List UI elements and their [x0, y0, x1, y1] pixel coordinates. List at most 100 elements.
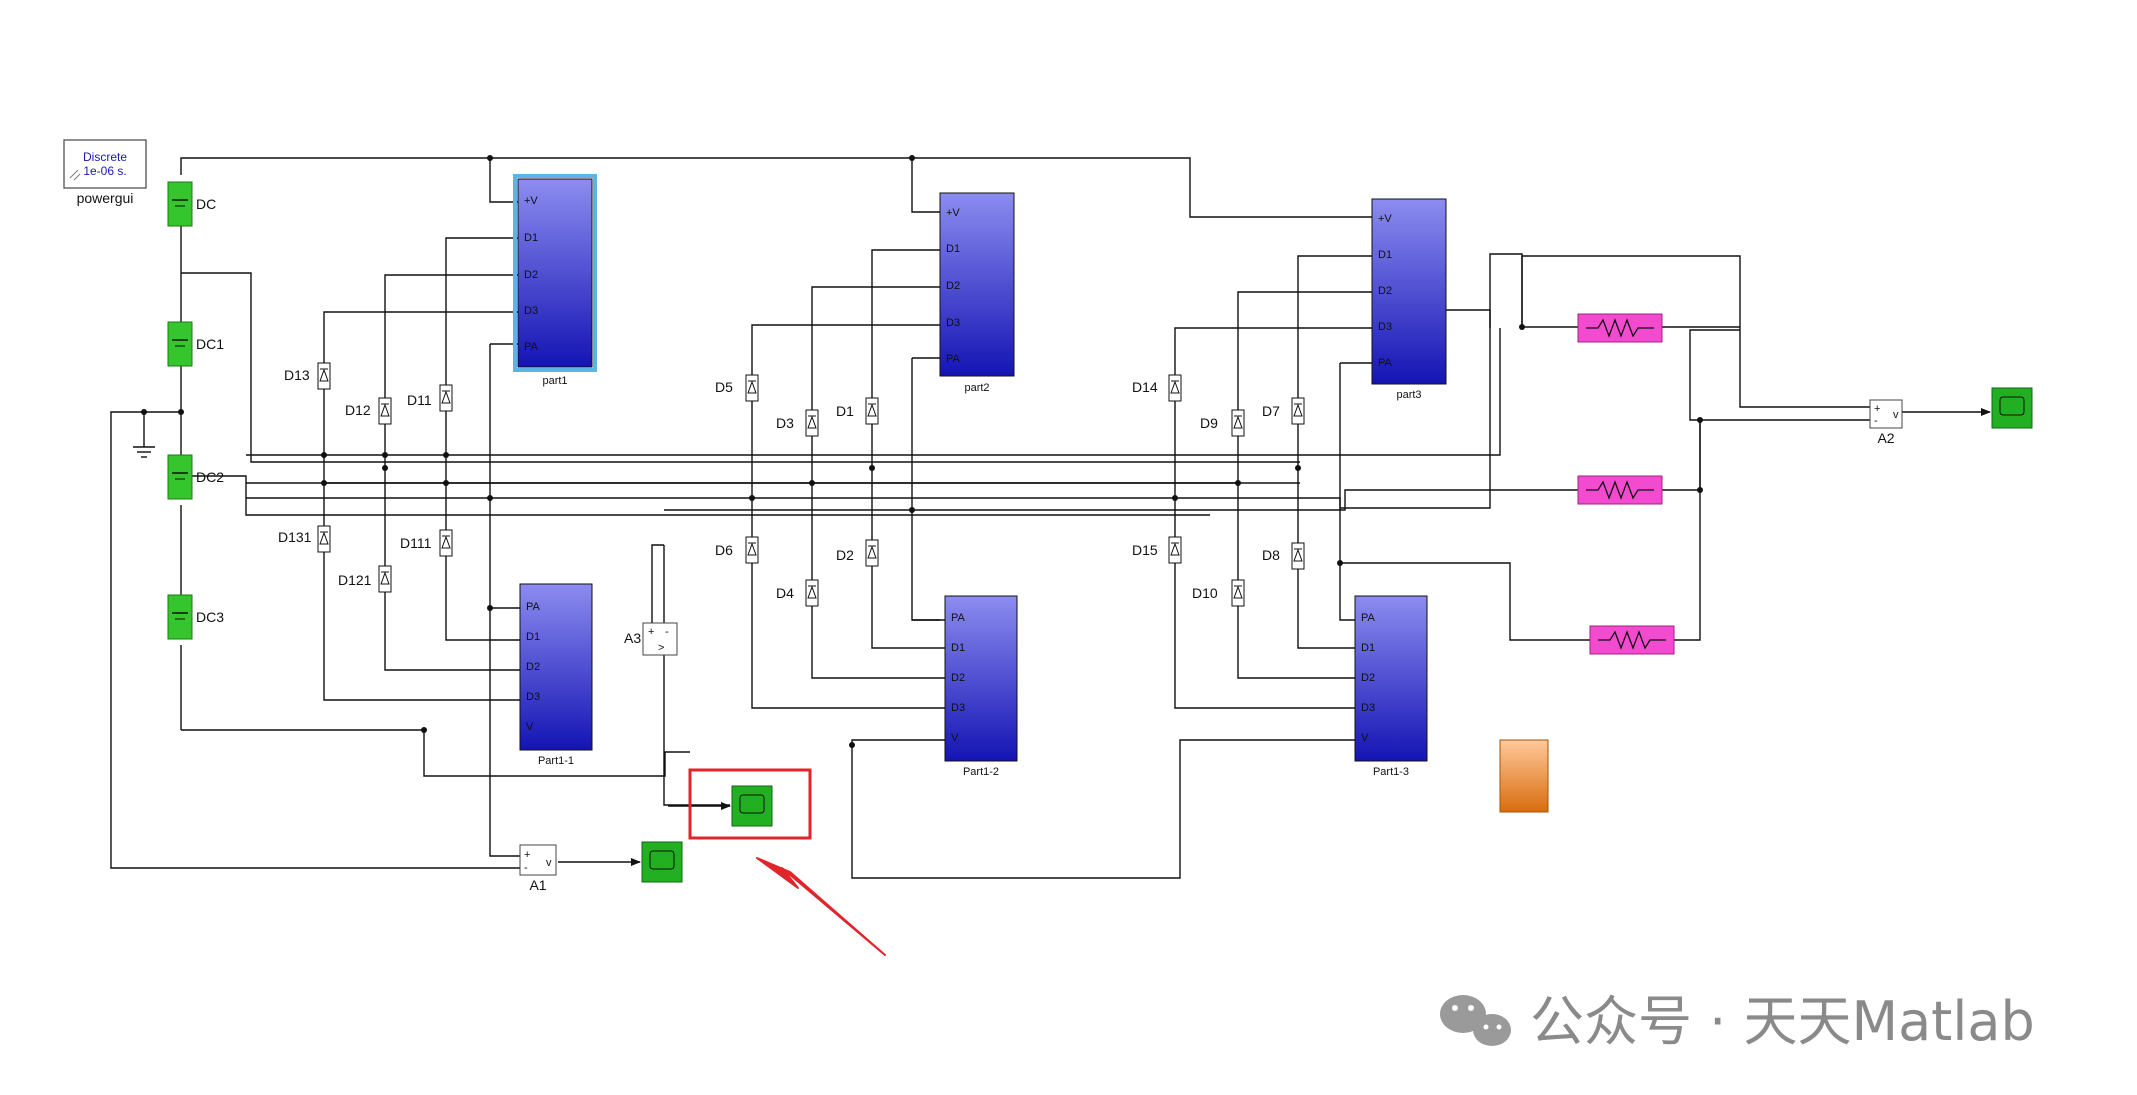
diode-label-d131: D131 [278, 529, 312, 545]
port-label: PA [1378, 357, 1393, 369]
diode-label-d6: D6 [715, 542, 733, 558]
resistor-2[interactable] [1577, 475, 1663, 505]
port-label: PA [1361, 612, 1376, 624]
port-label: +V [1378, 213, 1392, 225]
orange-block[interactable] [1499, 739, 1549, 813]
dc-source-3[interactable]: DC3 [167, 594, 224, 640]
subsystem-part1-2[interactable]: PA D1 D2 D3 V Part1-2 [944, 595, 1018, 778]
subsystem-label-part1-2: Part1-2 [963, 766, 999, 778]
diode-d12[interactable] [378, 397, 392, 425]
diode-label-d4: D4 [776, 585, 794, 601]
voltmeter-a3[interactable]: + - > A3 [624, 622, 678, 656]
diode-d111[interactable] [439, 529, 453, 557]
dc-source-1[interactable]: DC1 [167, 321, 224, 367]
subsystem-part1-3[interactable]: PA D1 D2 D3 V Part1-3 [1354, 595, 1428, 778]
meter-minus: - [1874, 415, 1878, 427]
port-label: D2 [951, 672, 965, 684]
port-label: D3 [1378, 321, 1392, 333]
port-label: D2 [1378, 285, 1392, 297]
subsystem-label-part3: part3 [1396, 389, 1421, 401]
wechat-icon [1440, 995, 1511, 1046]
diode-d8[interactable] [1291, 542, 1305, 570]
subsystem-part1-1[interactable]: PA D1 D2 D3 V Part1-1 [519, 583, 593, 767]
subsystem-part3[interactable]: +V D1 D2 D3 PA part3 [1371, 198, 1447, 401]
port-label: D1 [951, 642, 965, 654]
subsystem-part1[interactable]: +V D1 D2 D3 PA part1 [513, 174, 597, 387]
diode-label-d7: D7 [1262, 403, 1280, 419]
diode-d6[interactable] [745, 536, 759, 564]
subsystem-part2[interactable]: +V D1 D2 D3 PA part2 [939, 192, 1015, 394]
powergui-label: powergui [77, 190, 134, 206]
diode-d14[interactable] [1168, 374, 1182, 402]
port-label: D1 [524, 232, 538, 244]
diode-d9[interactable] [1231, 409, 1245, 437]
dc-label-1: DC1 [196, 336, 224, 352]
port-label: V [1361, 732, 1369, 744]
port-label: +V [946, 207, 960, 219]
subsystem-label-part2: part2 [964, 382, 989, 394]
dc-label-2: DC2 [196, 469, 224, 485]
diode-label-d14: D14 [1132, 379, 1158, 395]
diode-label-d5: D5 [715, 379, 733, 395]
port-label: D3 [951, 702, 965, 714]
port-label: PA [526, 601, 541, 613]
port-label: V [526, 721, 534, 733]
port-label: PA [951, 612, 966, 624]
ground-icon[interactable] [133, 446, 155, 458]
diode-label-d15: D15 [1132, 542, 1158, 558]
diode-d2[interactable] [865, 539, 879, 567]
diode-d5[interactable] [745, 374, 759, 402]
port-label: V [951, 732, 959, 744]
diode-d121[interactable] [378, 565, 392, 593]
powergui-step: 1e-06 s. [83, 164, 126, 178]
diode-d15[interactable] [1168, 536, 1182, 564]
dc-source-0[interactable]: DC [167, 181, 216, 227]
port-label: D2 [524, 269, 538, 281]
dc-label-3: DC3 [196, 609, 224, 625]
resistor-3[interactable] [1589, 625, 1675, 655]
watermark: 公众号 · 天天Matlab [1440, 990, 2035, 1053]
meter-v: v [1893, 409, 1899, 421]
powergui-block[interactable]: Discrete 1e-06 s. powergui [63, 139, 147, 206]
port-label: D3 [1361, 702, 1375, 714]
diode-label-d13: D13 [284, 367, 310, 383]
diode-label-d2: D2 [836, 547, 854, 563]
voltmeter-a2[interactable]: + - v A2 [1869, 399, 1903, 446]
meter-minus: - [665, 626, 669, 638]
diode-d13[interactable] [317, 362, 331, 390]
dc-label-0: DC [196, 196, 216, 212]
port-label: D2 [1361, 672, 1375, 684]
resistor-1[interactable] [1577, 313, 1663, 343]
port-label: D2 [526, 661, 540, 673]
meter-minus: - [524, 862, 528, 874]
diode-d7[interactable] [1291, 397, 1305, 425]
meter-arrow: > [658, 642, 664, 654]
port-label: D1 [1378, 249, 1392, 261]
diode-d131[interactable] [317, 525, 331, 553]
port-label: +V [524, 195, 538, 207]
diode-d11[interactable] [439, 384, 453, 412]
scope-a2[interactable] [1991, 387, 2033, 429]
diode-d4[interactable] [805, 579, 819, 607]
scope-a1[interactable] [641, 841, 683, 883]
port-label: PA [524, 341, 539, 353]
meter-v: v [546, 857, 552, 869]
port-label: D3 [946, 317, 960, 329]
watermark-text: 公众号 · 天天Matlab [1530, 990, 2035, 1053]
diodes [317, 362, 1305, 607]
scope-a3[interactable] [731, 785, 773, 827]
meter-plus: + [524, 849, 530, 861]
diode-d3[interactable] [805, 409, 819, 437]
meter-label-a3: A3 [624, 630, 641, 646]
subsystem-label-part1-1: Part1-1 [538, 755, 574, 767]
powergui-mode: Discrete [83, 150, 127, 164]
subsystem-label-part1: part1 [542, 375, 567, 387]
voltmeter-a1[interactable]: + - v A1 [519, 844, 557, 893]
meter-plus: + [648, 626, 654, 638]
diode-d1[interactable] [865, 397, 879, 425]
dc-source-2[interactable]: DC2 [167, 454, 224, 500]
diode-label-d10: D10 [1192, 585, 1218, 601]
diode-d10[interactable] [1231, 579, 1245, 607]
diode-label-d121: D121 [338, 572, 372, 588]
